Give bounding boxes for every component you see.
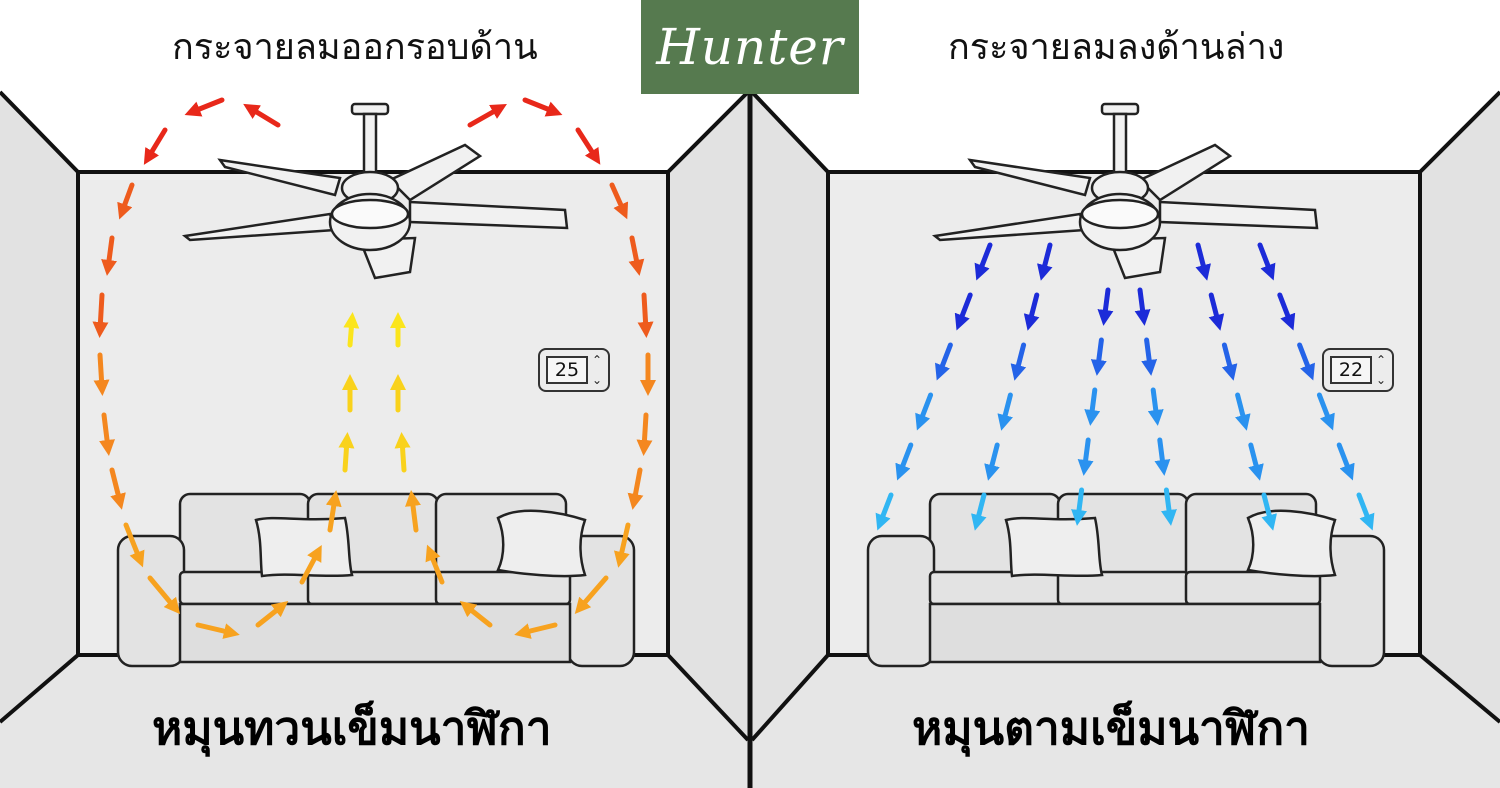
arrow-icon — [99, 412, 115, 456]
arrow-icon — [1248, 442, 1264, 481]
sofa-icon — [866, 492, 1386, 668]
chevron-down-icon: ⌄ — [591, 373, 602, 387]
arrow-icon — [343, 312, 360, 348]
arrow-icon — [613, 522, 631, 568]
downdraft-arrows — [875, 242, 1375, 531]
arrow-icon — [92, 292, 109, 338]
chevron-up-icon: ⌃ — [1375, 353, 1386, 367]
arrow-icon — [628, 235, 645, 276]
arrow-icon — [1147, 387, 1164, 426]
arrow-icon — [1235, 392, 1251, 431]
arrow-icon — [1134, 287, 1151, 326]
arrow-icon — [637, 292, 654, 338]
ceiling-fan-icon — [181, 102, 569, 280]
left-bottom-caption: หมุนทวนเข็มนาฬิกา — [152, 701, 552, 755]
hunter-logo: Hunter — [641, 0, 859, 94]
arrow-icon — [394, 432, 411, 473]
arrow-icon — [405, 490, 421, 533]
arrow-icon — [143, 127, 168, 165]
arrow-icon — [1208, 292, 1225, 331]
arrow-icon — [522, 97, 563, 117]
arrow-icon — [627, 467, 644, 510]
arrow-icon — [255, 601, 289, 628]
arrow-icon — [1316, 392, 1335, 431]
arrow-icon — [636, 412, 653, 456]
arrow-icon — [467, 104, 507, 128]
arrow-icon — [1077, 437, 1094, 476]
left-top-caption: กระจายลมออกรอบด้าน — [172, 27, 538, 68]
arrow-icon — [895, 442, 914, 481]
arrow-icon — [1336, 442, 1355, 481]
arrow-icon — [1097, 287, 1114, 326]
arrow-icon — [1154, 437, 1171, 476]
arrow-icon — [935, 342, 953, 381]
arrow-icon — [1090, 337, 1107, 376]
arrow-icon — [325, 490, 342, 533]
arrow-icon — [243, 103, 281, 128]
arrow-icon — [117, 182, 135, 220]
chevron-up-icon: ⌃ — [591, 353, 602, 367]
arrow-icon — [1195, 242, 1211, 281]
arrow-icon — [147, 575, 181, 615]
arrow-icon — [1257, 242, 1276, 281]
arrow-icon — [459, 601, 493, 628]
thermostat-icon: 22 ⌃ ⌄ — [1322, 348, 1394, 392]
arrow-icon — [184, 97, 225, 117]
arrow-icon — [425, 544, 445, 585]
arrow-icon — [974, 242, 993, 281]
right-top-caption: กระจายลมลงด้านล่าง — [948, 27, 1285, 68]
chevron-down-icon: ⌄ — [1375, 373, 1386, 387]
arrow-icon — [1071, 487, 1087, 526]
arrow-icon — [1084, 387, 1101, 426]
arrow-icon — [1261, 492, 1277, 531]
arrow-icon — [1356, 492, 1375, 531]
arrow-icon — [299, 544, 322, 585]
arrow-icon — [1161, 487, 1177, 526]
thermostat-reading: 22 — [1330, 356, 1372, 384]
thermostat-reading: 25 — [546, 356, 588, 384]
arrow-icon — [1010, 342, 1027, 381]
arrow-icon — [1297, 342, 1315, 381]
arrow-icon — [609, 182, 629, 220]
logo-text: Hunter — [656, 18, 844, 76]
arrow-icon — [109, 467, 126, 510]
arrow-icon — [101, 235, 117, 276]
thermostat-icon: 25 ⌃ ⌄ — [538, 348, 610, 392]
arrow-icon — [997, 392, 1013, 431]
arrow-icon — [1221, 342, 1238, 381]
arrow-icon — [971, 492, 987, 531]
arrow-icon — [875, 492, 894, 531]
arrow-icon — [1277, 292, 1296, 331]
arrow-icon — [1023, 292, 1040, 331]
updraft-arrows — [92, 97, 657, 639]
arrow-icon — [575, 127, 601, 165]
ceiling-fan-icon — [931, 102, 1319, 280]
arrow-icon — [574, 575, 609, 615]
arrow-icon — [338, 432, 355, 473]
right-bottom-caption: หมุนตามเข็มนาฬิกา — [912, 701, 1311, 755]
arrow-icon — [1141, 337, 1158, 376]
arrow-icon — [1037, 242, 1053, 281]
arrow-icon — [514, 622, 558, 639]
arrow-icon — [93, 352, 110, 396]
arrow-icon — [123, 522, 145, 568]
arrow-icon — [984, 442, 1000, 481]
arrow-icon — [915, 392, 934, 431]
arrow-icon — [195, 622, 240, 639]
sofa-icon — [116, 492, 636, 668]
arrow-icon — [954, 292, 973, 331]
